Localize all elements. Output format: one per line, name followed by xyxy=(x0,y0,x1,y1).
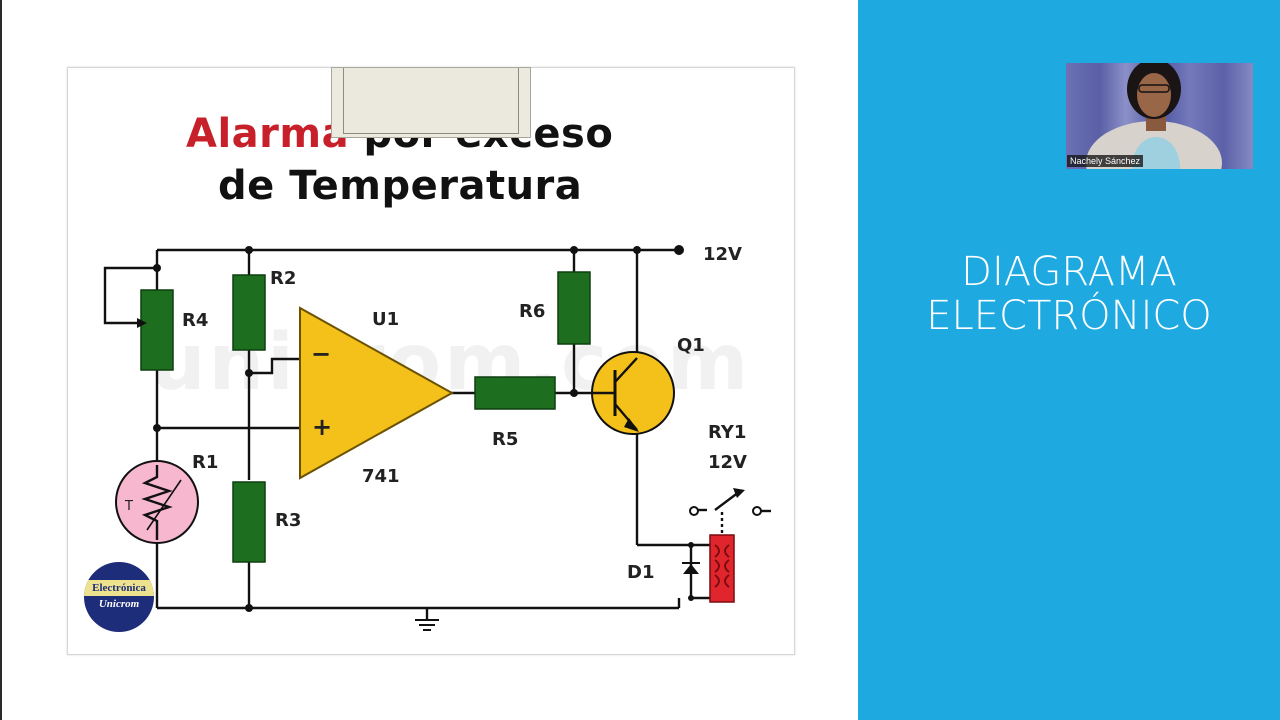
circuit-wires xyxy=(103,248,771,620)
junction-dots xyxy=(153,245,694,612)
label-r5: R5 xyxy=(492,429,519,450)
electronica-unicrom-logo: Electrónica Unicrom xyxy=(84,562,154,632)
panel-heading-line2: ELECTRÓNICO xyxy=(926,293,1212,339)
supply-voltage-label: 12V xyxy=(703,244,742,265)
overlay-window-inner xyxy=(343,68,519,134)
opamp-u1 xyxy=(299,306,455,480)
slide-title-line2: de Temperatura xyxy=(218,163,583,209)
label-d1: D1 xyxy=(627,562,655,583)
participant-name-tag: Nachely Sánchez xyxy=(1067,155,1144,167)
resistor-r2 xyxy=(232,274,266,351)
r4-wiper-arrow xyxy=(137,318,147,328)
logo-top-text: Electrónica xyxy=(84,580,154,596)
panel-heading-line1: DIAGRAMA xyxy=(961,249,1177,295)
switch-arrow xyxy=(733,488,745,498)
resistor-r4 xyxy=(140,289,174,371)
resistor-r5 xyxy=(474,376,556,410)
opamp-minus-sign: − xyxy=(311,340,332,368)
label-q1: Q1 xyxy=(677,335,705,356)
label-r1: R1 xyxy=(192,452,219,473)
overlay-window[interactable] xyxy=(331,67,531,138)
transistor-q1 xyxy=(589,351,675,435)
logo-bottom-text: Unicrom xyxy=(98,598,140,610)
label-r6: R6 xyxy=(519,301,546,322)
participant-avatar xyxy=(1086,63,1222,169)
opamp-plus-sign: + xyxy=(312,413,333,441)
resistors xyxy=(140,271,591,563)
resistor-r3 xyxy=(232,481,266,563)
label-ry1: RY1 xyxy=(708,422,747,443)
panel-heading: DIAGRAMA ELECTRÓNICO xyxy=(858,250,1280,338)
resistor-r6 xyxy=(557,271,591,345)
diode-d1 xyxy=(682,548,700,595)
slide-card xyxy=(67,67,795,655)
circuit-diagram xyxy=(103,245,771,631)
thermistor-letter: T xyxy=(125,499,133,514)
participant-video-tile[interactable] xyxy=(1066,63,1253,169)
label-r4: R4 xyxy=(182,310,209,331)
label-u1: U1 xyxy=(372,309,400,330)
relay-coil-ry1 xyxy=(709,534,735,603)
left-edge-border xyxy=(0,0,2,720)
label-r2: R2 xyxy=(270,268,297,289)
ground-symbol xyxy=(415,619,439,631)
relay-switch-contacts xyxy=(689,506,762,516)
label-opamp-model: 741 xyxy=(362,466,400,487)
thermistor-r1 xyxy=(115,460,199,544)
label-r3: R3 xyxy=(275,510,302,531)
label-ry1-voltage: 12V xyxy=(708,452,747,473)
title-word-red: Alarma xyxy=(186,111,350,157)
